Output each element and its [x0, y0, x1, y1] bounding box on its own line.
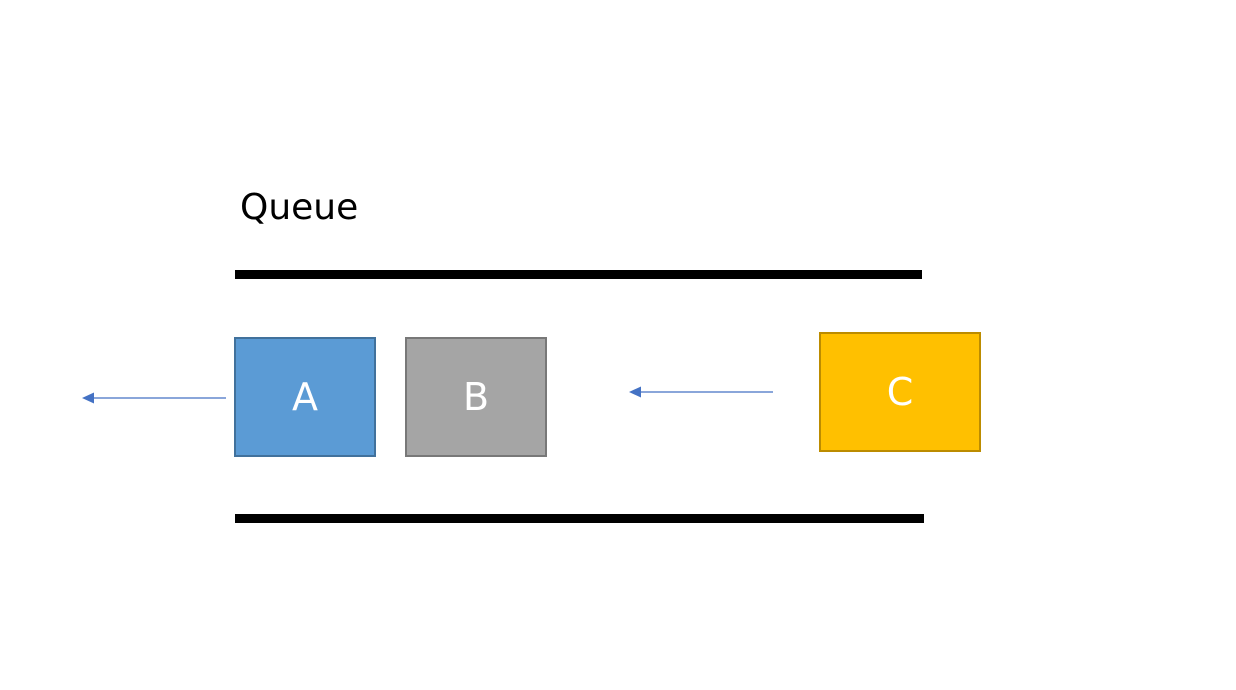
queue-bottom-wall	[235, 514, 924, 523]
queue-item-b: B	[405, 337, 547, 457]
queue-item-a: A	[234, 337, 376, 457]
enqueue-arrow	[629, 386, 773, 398]
queue-item-c-label: C	[886, 370, 914, 414]
queue-title: Queue	[240, 187, 359, 228]
queue-item-b-label: B	[462, 375, 490, 419]
enqueue-arrow-head	[629, 386, 641, 398]
queue-top-wall	[235, 270, 922, 279]
dequeue-arrow	[82, 392, 226, 404]
queue-item-a-label: A	[292, 375, 318, 419]
queue-item-c: C	[819, 332, 981, 452]
dequeue-arrow-head	[82, 392, 94, 404]
